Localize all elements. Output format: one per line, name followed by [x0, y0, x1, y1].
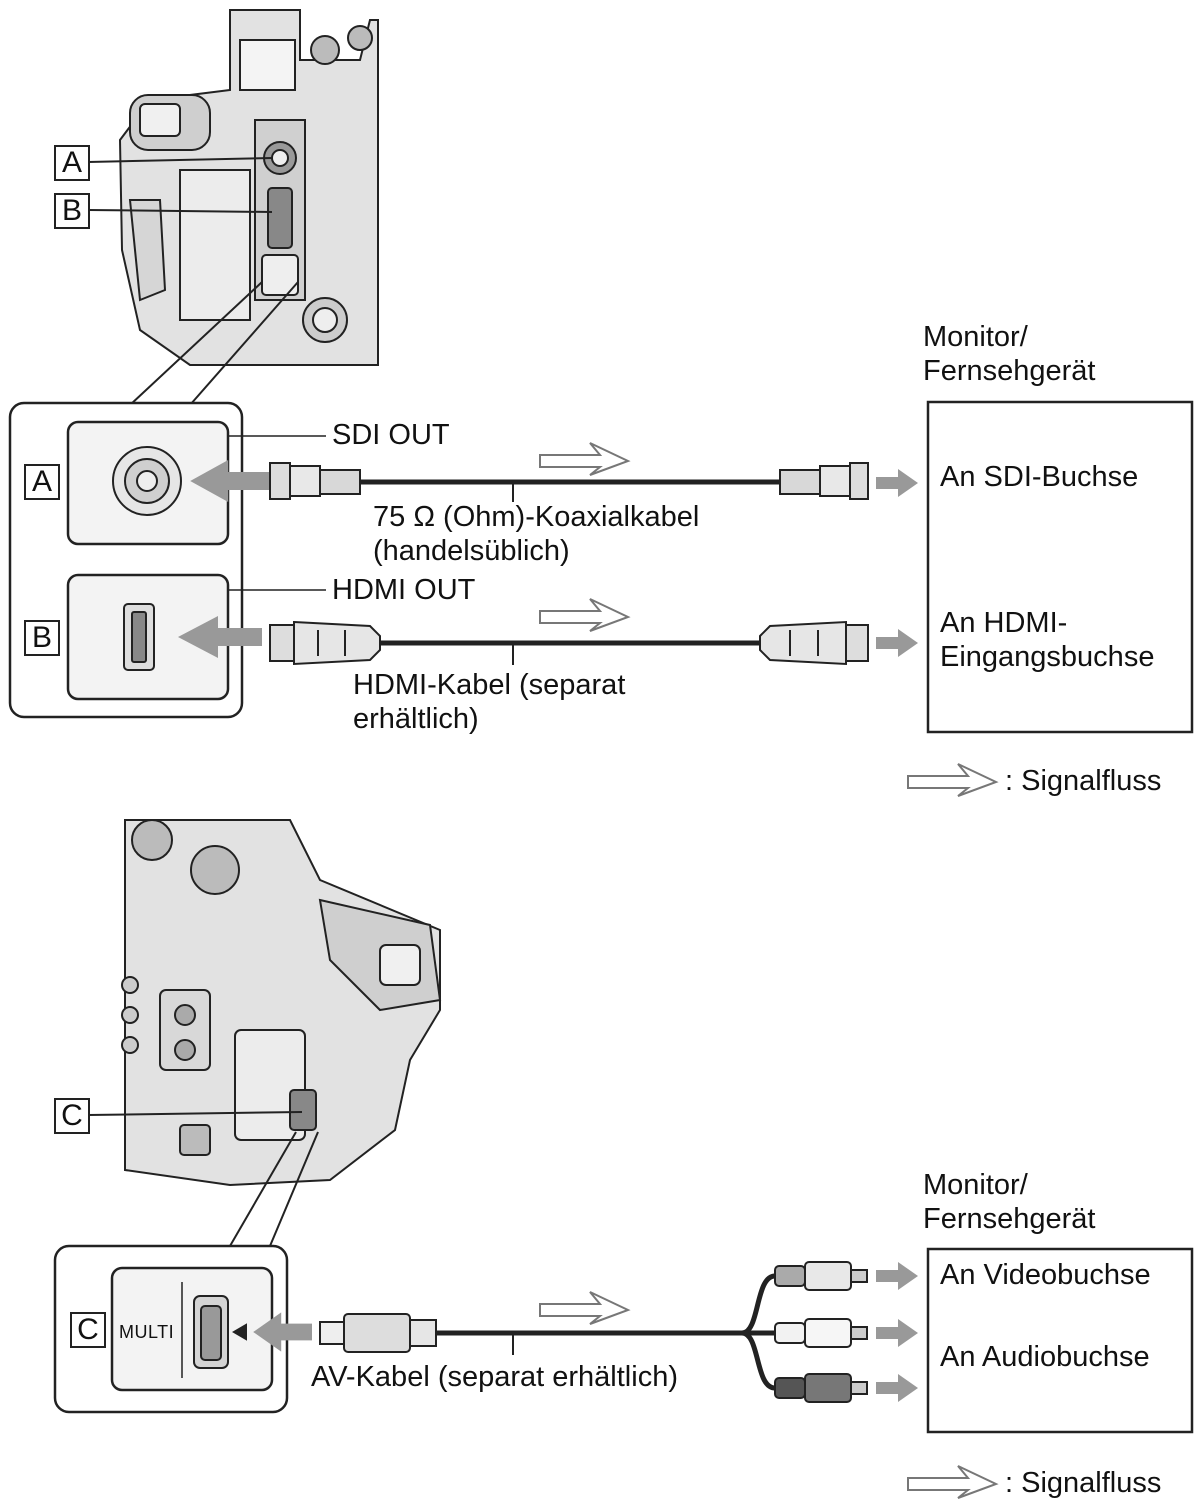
sdi-out-label: SDI OUT — [332, 419, 450, 451]
output-arrow-audio-1 — [876, 1319, 918, 1347]
output-arrow-b — [876, 629, 918, 657]
multi-jack-label: MULTI — [119, 1322, 175, 1342]
sdi-jack — [112, 446, 182, 516]
av-cable-label: AV-Kabel (separat erhältlich) — [311, 1361, 678, 1393]
legend-text-bottom: : Signalfluss — [1005, 1467, 1162, 1499]
hdmi-cable — [269, 620, 869, 666]
flow-arrow-a — [539, 442, 629, 476]
callout-a: A — [54, 145, 90, 181]
monitor-title-top: Monitor/ Fernsehgerät — [923, 321, 1096, 388]
detail-label-b: B — [24, 620, 60, 656]
hdmi-out-label: HDMI OUT — [332, 574, 476, 606]
monitor-port-video: An Videobuchse — [940, 1259, 1151, 1291]
callout-lines-bottom — [87, 1111, 319, 1247]
hdmi-cable-label: HDMI-Kabel (separat erhältlich) — [353, 669, 626, 736]
av-cable — [319, 1261, 868, 1403]
flow-arrow-b — [539, 598, 629, 632]
callout-b: B — [54, 193, 90, 229]
monitor-port-audio: An Audiobuchse — [940, 1341, 1150, 1373]
detail-label-c: C — [70, 1312, 106, 1348]
hdmi-jack — [123, 603, 155, 671]
legend-flow-arrow-top — [907, 763, 997, 797]
legend-text-top: : Signalfluss — [1005, 765, 1162, 797]
monitor-port-hdmi: An HDMI-Eingangsbuchse — [940, 607, 1155, 674]
camera-illustration-top — [118, 9, 379, 366]
output-arrow-audio-2 — [876, 1374, 918, 1402]
monitor-box-top — [926, 400, 1194, 734]
callout-lines-top — [87, 157, 299, 406]
camera-illustration-bottom — [121, 819, 442, 1187]
legend-flow-arrow-bottom — [907, 1465, 997, 1499]
coax-cable — [269, 462, 869, 502]
flow-arrow-c — [539, 1291, 629, 1325]
callout-c: C — [54, 1098, 90, 1134]
output-arrow-a — [876, 469, 918, 497]
coax-cable-label: 75 Ω (Ohm)-Koaxialkabel (handelsüblich) — [373, 501, 700, 568]
monitor-title-bottom: Monitor/ Fernsehgerät — [923, 1169, 1096, 1236]
detail-label-a: A — [24, 464, 60, 500]
label-leaders-top — [228, 435, 326, 591]
output-arrow-video — [876, 1262, 918, 1290]
multi-jack — [193, 1295, 247, 1369]
monitor-port-sdi: An SDI-Buchse — [940, 461, 1139, 493]
monitor-box-bottom — [926, 1247, 1194, 1434]
